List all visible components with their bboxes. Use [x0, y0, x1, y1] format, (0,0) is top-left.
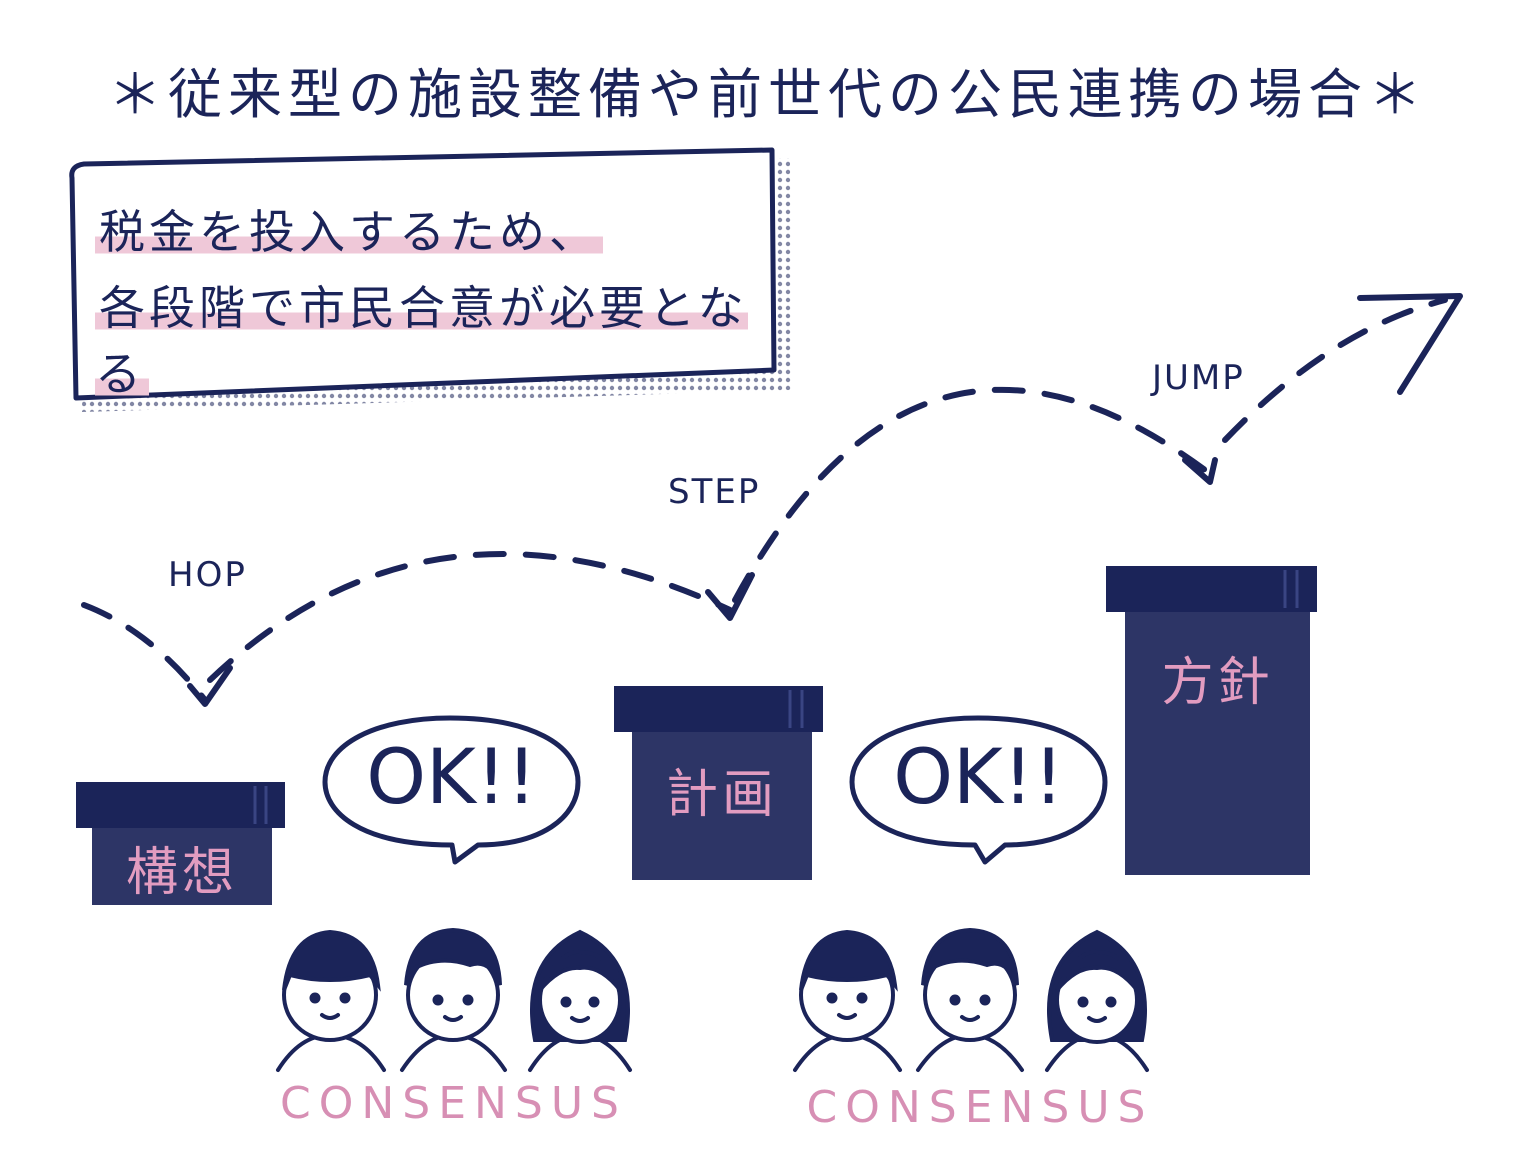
consensus-caption-1: CONSENSUS: [280, 1078, 627, 1129]
speech-ok-2: OK!!: [893, 732, 1064, 821]
hop-landing-mark: [187, 665, 233, 707]
callout-line-2-text: 各段階で市民合意が必要となる: [95, 281, 748, 401]
box-concept-label: 構想: [125, 843, 238, 903]
box-policy: [1106, 566, 1317, 875]
box-plan: [614, 686, 823, 880]
consensus-caption-2: CONSENSUS: [806, 1082, 1154, 1133]
jump-landing-mark: [1182, 457, 1218, 485]
jump-label: JUMP: [1152, 358, 1245, 398]
hop-arc: [81, 602, 208, 703]
people-group-2: [793, 927, 1149, 1072]
box-policy-label: 方針: [1161, 653, 1274, 713]
step-label: STEP: [668, 472, 761, 512]
box-plan-label: 計画: [665, 765, 778, 825]
hop-label: HOP: [168, 555, 247, 595]
callout-line-1-text: 税金を投入するため、: [95, 205, 603, 259]
step-landing-mark: [705, 572, 755, 621]
callout-line-2: 各段階で市民合意が必要となる: [95, 272, 775, 404]
speech-ok-1: OK!!: [366, 732, 537, 821]
step-arc: [207, 551, 733, 683]
people-group-1: [276, 927, 632, 1072]
page-title: ＊従来型の施設整備や前世代の公民連携の場合＊: [108, 63, 1428, 126]
arrow-head-icon: [1357, 293, 1463, 395]
box-concept: [76, 782, 285, 905]
speech-bubble-1: [322, 715, 581, 865]
speech-bubble-2: [849, 715, 1108, 865]
callout-line-1: 税金を投入するため、: [95, 196, 775, 262]
jump-arc: [732, 386, 1208, 603]
